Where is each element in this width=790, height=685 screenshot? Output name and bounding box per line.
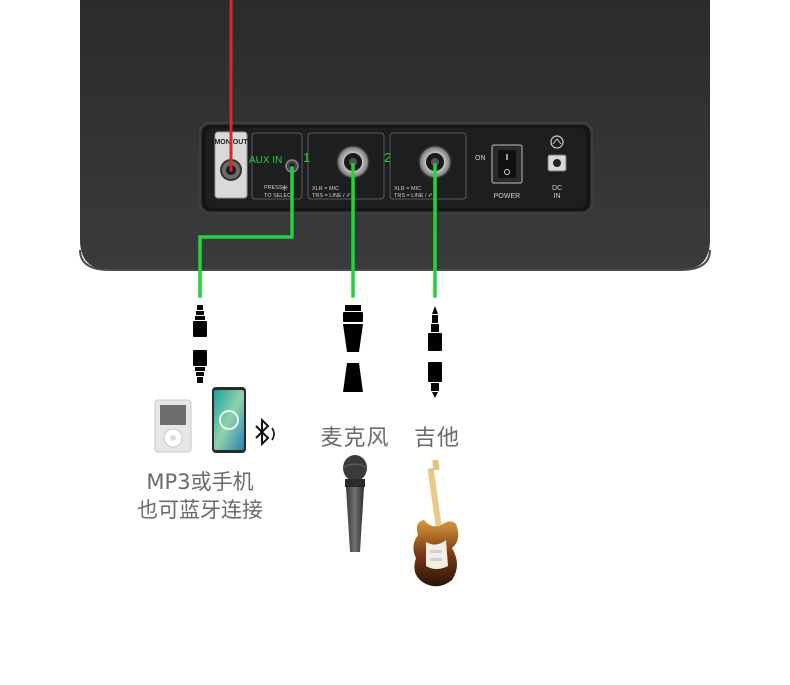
aux-in-label: AUX IN [249, 155, 282, 166]
bluetooth-icon [255, 417, 275, 447]
channel-1-trs-text: TRS = LINE / ✐ [312, 192, 351, 199]
xlr-plug-bottom-icon [343, 363, 363, 392]
guitar-caption: 吉他 [413, 426, 460, 451]
mp3-caption-line1: MP3或手机 [146, 470, 254, 494]
dc-label-line2: IN [554, 193, 561, 200]
xlr-plug-icon [343, 305, 363, 352]
bluetooth-select-icon: ✳ [281, 184, 289, 194]
press-label-line2: TO SELECT [264, 193, 295, 199]
mp3-caption-line2: 也可蓝牙连接 [137, 498, 263, 522]
dc-label-line1: DC [552, 185, 562, 192]
dc-in-section: DC IN [547, 135, 567, 200]
rear-panel: MON OUT AUX IN PRESS ✳ TO SELECT 1 XLR =… [198, 121, 594, 215]
green-aux-cable [198, 166, 294, 298]
smartphone-icon [212, 387, 246, 453]
aux-plug-icon [193, 305, 207, 337]
channel-1-xlr-text: XLR = MIC [312, 186, 339, 192]
aux-plug-bottom-icon [193, 350, 207, 383]
power-on-label: ON [475, 155, 486, 162]
power-label: POWER [494, 193, 520, 200]
channel-2-trs-text: TRS = LINE / ✐ [394, 192, 433, 199]
press-label-line1: PRESS [264, 185, 283, 191]
guitar-icon [413, 459, 459, 587]
mp3-phone-caption: MP3或手机 也可蓝牙连接 [110, 468, 290, 524]
microphone-caption: 麦克风 [320, 426, 390, 451]
channel-2-number: 2 [384, 150, 391, 165]
power-section: ON POWER [475, 144, 523, 200]
channel-2-xlr-text: XLR = MIC [394, 186, 421, 192]
brand-logo-icon [550, 135, 564, 149]
cables [198, 0, 437, 298]
microphone-icon [342, 455, 368, 552]
mp3-player-icon [154, 399, 192, 453]
channel-2-section: 2 XLR = MIC TRS = LINE / ✐ [384, 132, 467, 200]
channel-1-number: 1 [303, 150, 310, 165]
trs-plug-bottom-icon [428, 362, 442, 398]
aux-in-section: AUX IN PRESS ✳ TO SELECT [249, 132, 303, 200]
channel-1-section: 1 XLR = MIC TRS = LINE / ✐ [303, 132, 385, 200]
trs-plug-icon [428, 306, 442, 351]
